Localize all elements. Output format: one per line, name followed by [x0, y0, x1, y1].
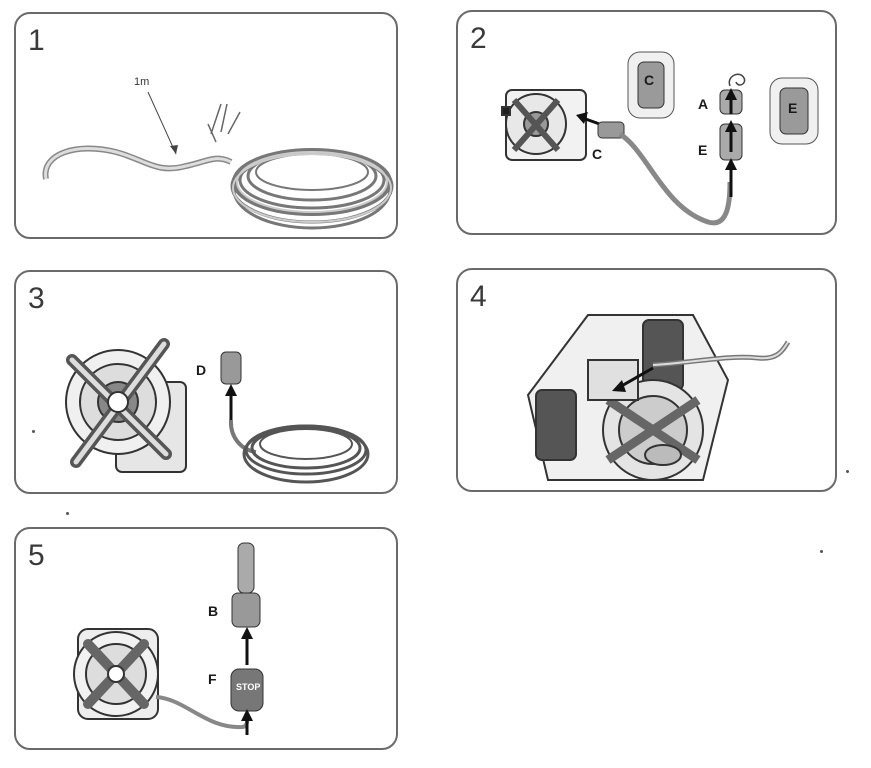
scan-speck: [820, 550, 823, 553]
label-e-callout: E: [788, 100, 798, 116]
step-1-panel: 1 1m: [14, 12, 398, 239]
reel-connector-illustration: [501, 51, 819, 226]
length-label: 1m: [134, 76, 150, 88]
label-c: C: [592, 146, 603, 162]
label-c-callout: C: [644, 72, 655, 88]
hose-coil-illustration: [42, 91, 394, 230]
reel-spray-nozzle-illustration: [73, 542, 264, 735]
step-2-panel: 2 C A E C E: [456, 10, 837, 235]
label-d: D: [196, 362, 207, 378]
step-number: 3: [28, 282, 45, 315]
step-number: 5: [28, 539, 45, 572]
label-a: A: [698, 96, 709, 112]
label-f: F: [208, 671, 217, 687]
step-number: 1: [28, 24, 45, 57]
label-b: B: [208, 603, 219, 619]
reel-mounted-illustration: [526, 314, 791, 481]
label-e: E: [698, 142, 708, 158]
step-3-panel: 3 D: [14, 270, 398, 494]
scan-speck: [846, 470, 849, 473]
scan-speck: [66, 512, 69, 515]
step-4-panel: 4: [456, 268, 837, 492]
scan-speck: [32, 430, 35, 433]
reel-hose-illustration: [65, 338, 370, 484]
stop-text: STOP: [236, 682, 261, 692]
step-5-panel: 5 B F STOP: [14, 527, 398, 750]
step-number: 2: [470, 22, 487, 55]
step-number: 4: [470, 280, 487, 313]
